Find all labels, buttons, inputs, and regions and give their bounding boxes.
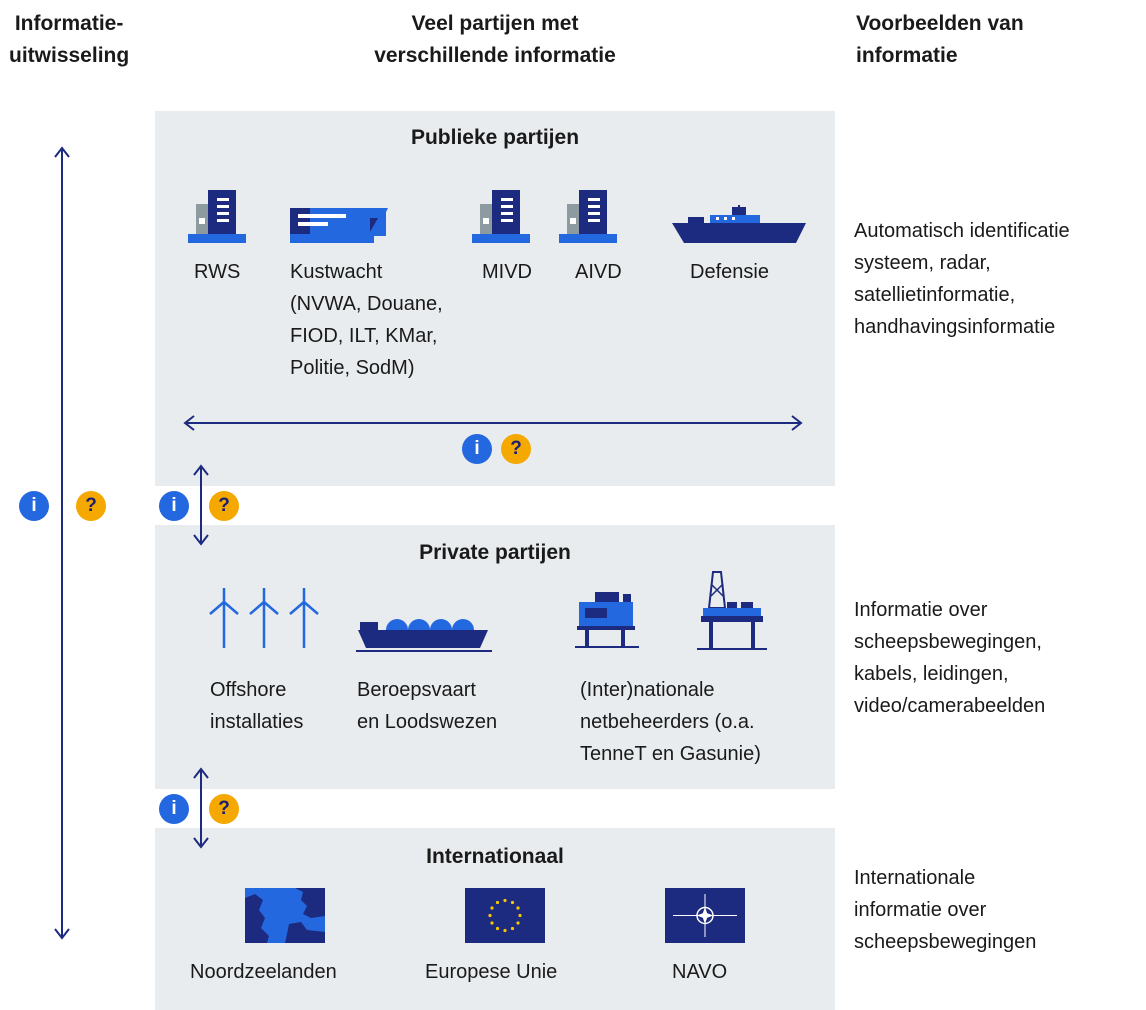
private-examples-text: Informatie over scheepsbewegingen, kabel… [854, 599, 1046, 717]
coastguard-building-icon [290, 208, 388, 243]
question-icon: ? [209, 794, 239, 824]
header-many-parties: Veel partijen met verschillende informat… [374, 12, 616, 67]
nato-flag-icon [665, 888, 745, 943]
header-information-examples: Voorbeelden van informatie [856, 12, 1024, 67]
question-icon: ? [76, 491, 106, 521]
private-parties-panel [155, 525, 835, 789]
private-parties-title: Private partijen [419, 541, 571, 564]
building-icon [472, 190, 530, 243]
header-information-exchange: Informatie- uitwisseling [9, 12, 130, 67]
party-label-kustwacht: Kustwacht (NVWA, Douane, FIOD, ILT, KMar… [290, 261, 443, 379]
public-parties-title: Publieke partijen [410, 126, 580, 149]
international-examples-text: Internationale informatie over scheepsbe… [854, 867, 1037, 953]
party-label-navo: NAVO [672, 961, 728, 983]
question-icon: ? [209, 491, 239, 521]
party-label-offshore: Offshore installaties [210, 679, 304, 733]
vertical-double-arrow-icon [193, 464, 209, 546]
international-title: Internationaal [426, 845, 564, 868]
party-label-defensie: Defensie [690, 261, 769, 283]
info-icon: i [462, 434, 492, 464]
party-label-aivd: AIVD [575, 261, 622, 283]
party-label-mivd: MIVD [482, 261, 532, 283]
info-icon: i [159, 794, 189, 824]
party-label-beroepsvaart: Beroepsvaart en Loodswezen [357, 679, 498, 733]
party-label-europese-unie: Europese Unie [425, 961, 558, 983]
wind-turbines-icon [209, 588, 319, 648]
lng-tanker-icon [356, 619, 492, 652]
north-sea-map-icon [245, 888, 325, 943]
offshore-platform-icon [575, 592, 639, 648]
party-label-netbeheerders: (Inter)nationale netbeheerders (o.a. Ten… [580, 679, 761, 765]
navy-ship-icon [672, 205, 806, 243]
public-examples-text: Automatisch identificatie systeem, radar… [854, 220, 1070, 338]
building-icon [559, 190, 617, 243]
vertical-double-arrow-icon [54, 146, 70, 940]
party-label-noordzeelanden: Noordzeelanden [190, 961, 337, 983]
building-icon [188, 190, 246, 243]
horizontal-double-arrow-icon [183, 415, 803, 431]
party-label-rws: RWS [194, 261, 241, 283]
info-icon: i [19, 491, 49, 521]
eu-flag-icon [465, 888, 545, 943]
offshore-platform-icon [697, 571, 767, 650]
vertical-double-arrow-icon [193, 767, 209, 849]
info-icon: i [159, 491, 189, 521]
question-icon: ? [501, 434, 531, 464]
